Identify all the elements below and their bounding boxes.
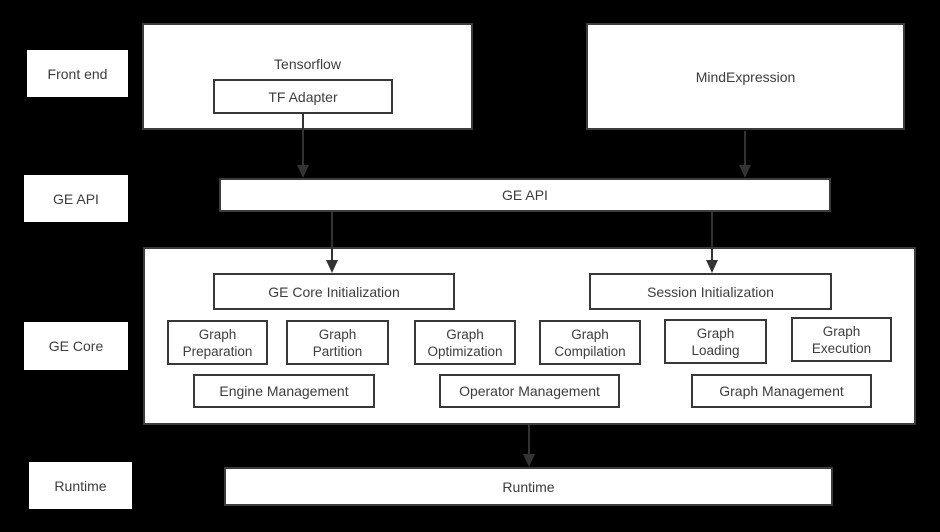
graph-partition-box: Graph Partition	[286, 320, 389, 365]
graph-optimization-box: Graph Optimization	[414, 320, 516, 365]
graph-compilation-box: Graph Compilation	[539, 320, 641, 365]
mindexpression-box: MindExpression	[586, 23, 905, 130]
tf-adapter-box: TF Adapter	[213, 79, 393, 114]
runtime-bar: Runtime	[224, 467, 833, 506]
tensorflow-label: Tensorflow	[274, 56, 341, 72]
engine-management-box: Engine Management	[193, 374, 375, 408]
ge-core-box: GE Core Initialization Session Initializ…	[143, 247, 916, 425]
tensorflow-box: Tensorflow TF Adapter	[142, 23, 473, 130]
row-label-ge-api: GE API	[24, 175, 128, 222]
row-label-runtime: Runtime	[29, 462, 132, 509]
session-initialization-box: Session Initialization	[589, 273, 832, 310]
graph-loading-box: Graph Loading	[664, 319, 767, 364]
operator-management-box: Operator Management	[439, 374, 620, 408]
ge-core-initialization-box: GE Core Initialization	[213, 273, 455, 310]
graph-management-box: Graph Management	[691, 374, 872, 408]
graph-execution-box: Graph Execution	[791, 317, 892, 362]
graph-preparation-box: Graph Preparation	[167, 320, 268, 365]
row-label-ge-core: GE Core	[24, 322, 128, 370]
row-label-front-end: Front end	[27, 50, 128, 97]
ge-api-bar: GE API	[219, 178, 831, 212]
